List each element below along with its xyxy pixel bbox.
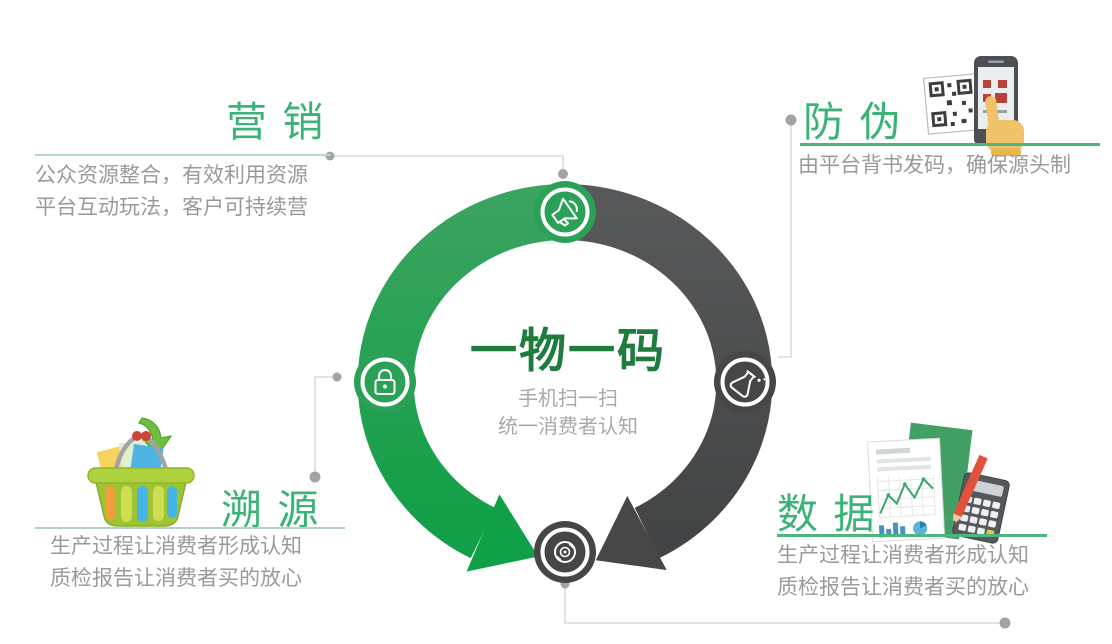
report-calculator-icon bbox=[867, 422, 1010, 544]
traceability-desc: 生产过程让消费者形成认知 质检报告让消费者买的放心 bbox=[50, 531, 302, 595]
anti-counterfeit-underline bbox=[800, 143, 1100, 146]
traceability-title: 溯 源 bbox=[221, 487, 321, 533]
anti-counterfeit-desc-line1: 由平台背书发码，确保源头制 bbox=[798, 154, 1071, 177]
marketing-connector bbox=[330, 155, 564, 174]
dark-cycle-arrow bbox=[564, 184, 773, 571]
lock-icon bbox=[374, 369, 396, 395]
marketing-title: 营 销 bbox=[226, 99, 326, 145]
phone-qr-scan-icon bbox=[923, 56, 1024, 156]
traceability-desc-line2: 质检报告让消费者买的放心 bbox=[50, 567, 302, 590]
traceability-node bbox=[354, 351, 416, 413]
marketing-desc-line1: 公众资源整合，有效利用资源 bbox=[35, 164, 308, 187]
marketing-desc-line2: 平台互动玩法，客户可持续营 bbox=[35, 196, 308, 219]
data-title: 数 据 bbox=[777, 491, 877, 537]
megaphone-icon bbox=[551, 197, 578, 227]
data-underline bbox=[777, 534, 1047, 537]
anti-counterfeit-desc: 由平台背书发码，确保源头制 bbox=[798, 150, 1071, 182]
marketing-underline bbox=[35, 154, 331, 156]
shopping-basket-icon bbox=[87, 417, 195, 527]
marketing-node bbox=[534, 181, 596, 243]
data-desc-line2: 质检报告让消费者买的放心 bbox=[777, 576, 1029, 599]
center-title: 一物一码 bbox=[470, 324, 666, 377]
traceability-desc-line1: 生产过程让消费者形成认知 bbox=[50, 535, 302, 558]
center-subtitle: 手机扫一扫 统一消费者认知 bbox=[418, 385, 718, 441]
data-node bbox=[534, 521, 596, 583]
anti-counterfeit-title: 防 伪 bbox=[803, 99, 903, 145]
pencil-icon bbox=[952, 454, 988, 527]
traceability-connector bbox=[314, 376, 337, 477]
data-connector bbox=[564, 584, 1005, 624]
data-desc: 生产过程让消费者形成认知 质检报告让消费者买的放心 bbox=[777, 540, 1029, 604]
traceability-underline bbox=[35, 527, 345, 529]
center-subtitle-line2: 统一消费者认知 bbox=[498, 416, 638, 438]
marketing-desc: 公众资源整合，有效利用资源 平台互动玩法，客户可持续营 bbox=[35, 160, 308, 224]
anti-counterfeit-connector bbox=[778, 120, 792, 358]
green-cycle-arrow bbox=[357, 184, 566, 572]
connector-lines bbox=[314, 120, 1005, 624]
flask-icon bbox=[729, 369, 766, 398]
anti-counterfeit-node bbox=[714, 351, 776, 413]
center-subtitle-line1: 手机扫一扫 bbox=[518, 388, 618, 410]
disc-icon bbox=[554, 541, 576, 563]
data-desc-line1: 生产过程让消费者形成认知 bbox=[777, 544, 1029, 567]
